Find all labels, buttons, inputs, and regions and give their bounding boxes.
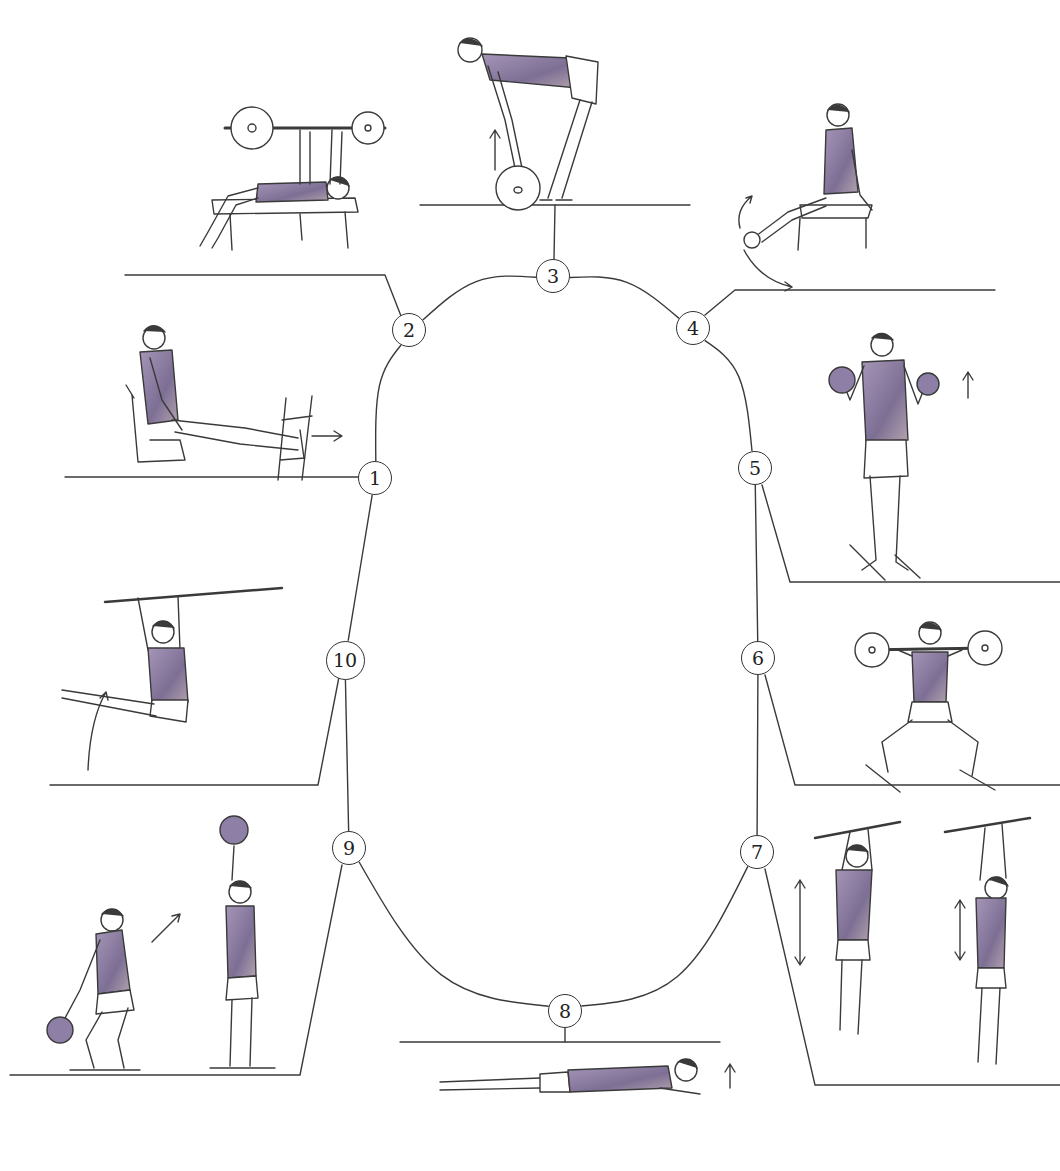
station-circle: 6 <box>741 641 775 675</box>
station-number: 5 <box>749 459 761 478</box>
leg-press-figure <box>126 326 342 480</box>
track-line <box>581 866 748 1006</box>
prone-figure <box>440 1059 735 1094</box>
station-number: 9 <box>343 839 355 858</box>
swing-figures <box>47 816 275 1070</box>
station-circle: 3 <box>536 259 570 293</box>
track-line <box>756 675 758 835</box>
track-line <box>705 340 752 451</box>
station-lines <box>10 205 1060 1085</box>
station-circle: 9 <box>332 831 366 865</box>
pull-up-figures <box>795 818 1030 1064</box>
squat-figure <box>855 622 1002 792</box>
station-number: 3 <box>547 267 559 286</box>
station-number: 2 <box>403 321 415 340</box>
track-line <box>755 485 757 641</box>
track-line <box>570 277 679 319</box>
curl-figure <box>829 333 973 580</box>
bench-press-figure <box>200 107 385 250</box>
track-line <box>348 495 372 641</box>
station-circle: 10 <box>326 641 365 680</box>
leg-extension-figure <box>739 104 872 291</box>
station-number: 4 <box>687 319 699 338</box>
station-number: 8 <box>559 1002 571 1021</box>
station-circle: 2 <box>392 313 426 347</box>
station-circle: 8 <box>548 994 582 1028</box>
station-number: 6 <box>752 649 764 668</box>
station-number: 1 <box>369 469 381 488</box>
station-circle: 7 <box>740 835 774 869</box>
bent-over-lift-figure <box>458 38 598 210</box>
track-line <box>359 862 549 1006</box>
leg-raise-figure <box>62 588 282 770</box>
station-circle: 4 <box>676 311 710 345</box>
station-circle: 1 <box>358 461 392 495</box>
track-line <box>345 679 348 831</box>
track-line <box>423 276 536 320</box>
track-line <box>376 345 401 461</box>
station-circle: 5 <box>738 451 772 485</box>
station-number: 7 <box>751 843 763 862</box>
station-number: 10 <box>333 651 357 670</box>
